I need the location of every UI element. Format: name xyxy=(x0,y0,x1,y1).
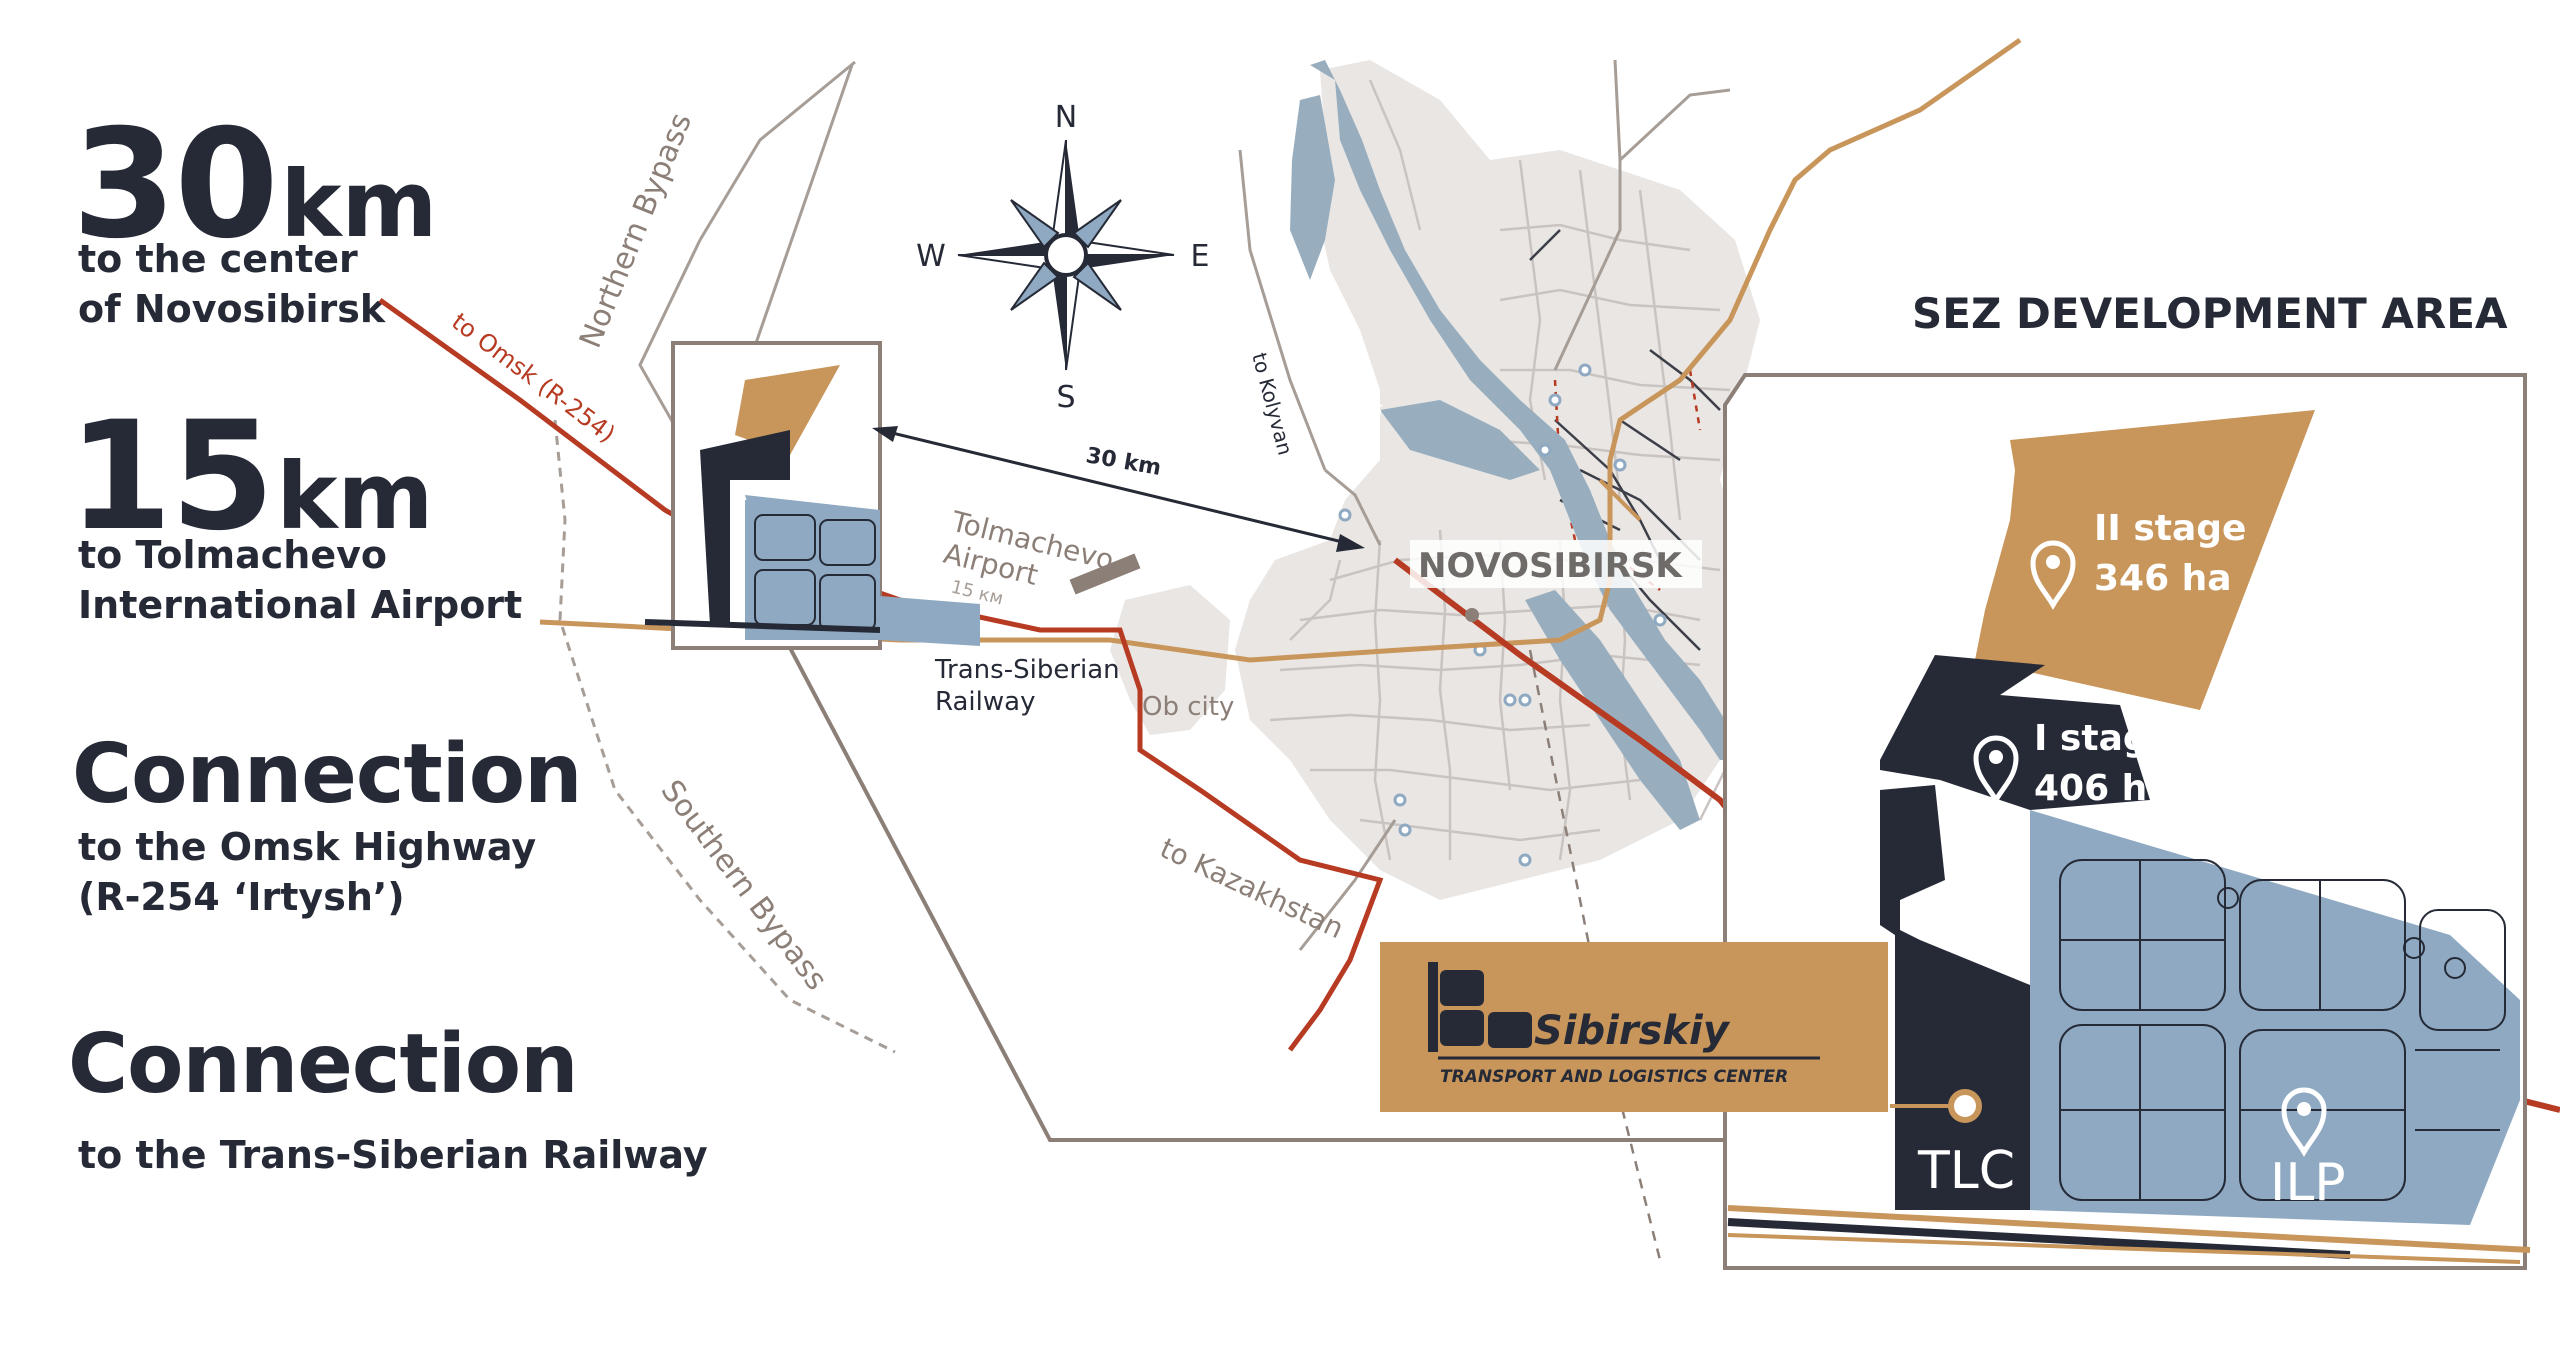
sibirskiy-logo-mark-icon xyxy=(1428,962,1532,1052)
stat-omsk-line2: (R-254 ‘Irtysh’) xyxy=(78,875,405,919)
compass-rose-icon: N S W E xyxy=(916,100,1209,415)
stat-railway-caption: to the Trans-Siberian Railway xyxy=(78,1130,708,1180)
stage2-area-value: 346 ha xyxy=(2094,558,2232,599)
tlc-label: TLC xyxy=(1917,1141,2015,1201)
distance-arrow xyxy=(872,426,1365,552)
novosibirsk-label: NOVOSIBIRSK xyxy=(1418,546,1683,586)
stage1-location-pin-icon xyxy=(1973,735,2019,806)
stat-railway-heading: Connection xyxy=(68,1017,579,1112)
connector-frame-left xyxy=(768,609,1730,1142)
railway-branch xyxy=(1598,478,1642,522)
ilp-location-pin-icon xyxy=(2281,1087,2327,1158)
stat-distance-center-value: 30 xyxy=(72,98,279,272)
tlc-area xyxy=(1920,940,2030,1210)
compass-west-label: W xyxy=(916,239,946,274)
stat-distance-airport-unit: km xyxy=(276,443,434,550)
stage1-name: I stage xyxy=(2034,718,2173,759)
sez-railway xyxy=(1727,1205,2531,1253)
ilp-area xyxy=(2030,810,2520,1225)
compass-south-label: S xyxy=(1056,380,1075,415)
stage2-area xyxy=(1975,410,2315,710)
stat-distance-airport-value: 15 xyxy=(68,390,275,564)
stat-omsk-heading: Connection xyxy=(72,727,583,822)
southern-bypass-road xyxy=(553,419,896,1054)
external-roads xyxy=(1238,59,1731,951)
ob-city-label: Ob city xyxy=(1142,692,1234,722)
tlc-marker-icon xyxy=(1948,1089,1982,1123)
to-kolyvan-label: to Kolyvan xyxy=(1247,350,1297,458)
distance-label: 30 km xyxy=(1084,443,1163,481)
novosibirsk-label-bg xyxy=(1410,540,1702,588)
stage1-area-value: 406 ha xyxy=(2034,768,2172,809)
sibirskiy-logo-name: Sibirskiy xyxy=(1534,1008,1731,1054)
stat-omsk-line1: to the Omsk Highway xyxy=(78,825,537,869)
compass-east-label: E xyxy=(1191,239,1210,274)
ilp-plots xyxy=(2059,859,2506,1201)
airport-runway xyxy=(1069,553,1141,595)
stage1-area xyxy=(1880,655,2150,810)
river-ob-upper-arm xyxy=(1290,95,1335,280)
sez-railway-branch xyxy=(1727,1233,2521,1264)
stat-distance-airport: 15 km xyxy=(68,402,433,552)
stat-distance-airport-line2: International Airport xyxy=(78,583,523,627)
stat-distance-center: 30 km xyxy=(72,110,437,260)
stat-distance-airport-line1: to Tolmachevo xyxy=(78,533,387,577)
northern-bypass-label: Northern Bypass xyxy=(573,108,699,353)
trans-siberian-railway xyxy=(539,37,2022,663)
sez-railway-dark xyxy=(1727,1218,2351,1259)
stage2-location-pin-icon xyxy=(2030,540,2076,611)
dashed-road-south xyxy=(1528,649,1662,1261)
sez-title: SEZ DEVELOPMENT AREA xyxy=(1912,289,2508,338)
to-kazakhstan-label: to Kazakhstan xyxy=(1155,831,1349,945)
sez-detail-panel: II stage 346 ha I stage 406 ha TLC ILP xyxy=(1723,373,2531,1270)
railway-label-line2: Railway xyxy=(935,687,1035,717)
sibirskiy-logo-tagline: TRANSPORT AND LOGISTICS CENTER xyxy=(1440,1067,1788,1087)
stage2-name: II stage xyxy=(2094,508,2246,549)
sez-mini-frame xyxy=(644,341,980,650)
stat-railway-line1: to the Trans-Siberian Railway xyxy=(78,1133,708,1177)
compass-north-label: N xyxy=(1055,100,1077,135)
ilp-label: ILP xyxy=(2270,1153,2346,1213)
stat-omsk-caption: to the Omsk Highway (R-254 ‘Irtysh’) xyxy=(78,822,536,922)
novosibirsk-marker xyxy=(1465,608,1479,622)
railway-label-line1: Trans-Siberian xyxy=(934,655,1120,685)
northern-bypass-road-north xyxy=(698,60,856,241)
stat-distance-center-unit: km xyxy=(280,151,438,258)
sibirskiy-logo: Sibirskiy TRANSPORT AND LOGISTICS CENTER xyxy=(1380,942,1888,1112)
city-street-grid xyxy=(1269,79,1732,861)
stage1-column xyxy=(1880,785,1945,1210)
river-ob-south xyxy=(1525,590,1700,830)
river-ob-reservoir xyxy=(1380,400,1540,480)
stat-distance-center-caption: to the center of Novosibirsk xyxy=(78,234,385,334)
stat-distance-airport-caption: to Tolmachevo International Airport xyxy=(78,530,522,630)
stat-distance-center-line1: to the center xyxy=(78,237,358,281)
southern-bypass-label: Southern Bypass xyxy=(654,774,834,997)
stat-distance-center-line2: of Novosibirsk xyxy=(78,287,386,331)
